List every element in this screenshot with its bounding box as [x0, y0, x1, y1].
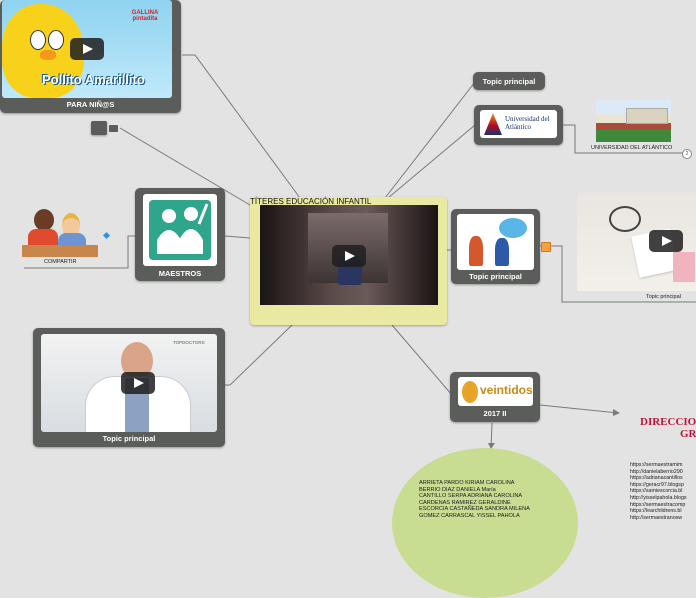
mascot-icon	[462, 381, 478, 403]
url-item[interactable]: https://geracr97.blogsp	[630, 481, 684, 488]
connector-video-right	[540, 245, 696, 303]
veintidos-logo: veintidos	[458, 377, 533, 406]
maestros-node[interactable]: MAESTROS	[135, 188, 225, 281]
chick-beak	[40, 50, 56, 60]
connector-veintidos	[391, 324, 453, 396]
chick-eye-right	[48, 30, 64, 50]
direccion-title-line2: GR	[680, 428, 696, 440]
logo-text: veintidos	[480, 383, 533, 397]
url-item[interactable]: https://samiescorcia.bl	[630, 488, 683, 495]
veintidos-node[interactable]: veintidos 2017 II	[450, 372, 540, 422]
name-item: CANTILLO SERPA ADRIANA CAROLINA	[419, 493, 523, 499]
video-doctor-node[interactable]: TOPDOCTORS Topic principal	[33, 328, 225, 447]
play-icon[interactable]	[121, 372, 155, 394]
child-right	[495, 238, 509, 266]
universidad-node[interactable]: Universidad del Atlántico	[474, 105, 563, 145]
central-video-thumbnail[interactable]	[260, 205, 438, 305]
count-badge[interactable]: 2	[682, 149, 692, 159]
person-right-head	[62, 213, 80, 238]
person-left-body	[28, 229, 58, 249]
topic-top-label: Topic principal	[482, 77, 536, 86]
names-bubble[interactable]	[392, 448, 578, 598]
veintidos-label: 2017 II	[483, 409, 507, 418]
brand-logo: GALLINA pintadita	[131, 10, 159, 22]
play-icon[interactable]	[332, 245, 366, 267]
connector-video-doctor	[225, 324, 293, 386]
connector-direccion	[539, 404, 619, 414]
speech-bubble	[499, 218, 527, 238]
url-item[interactable]: https://adrianacantillos	[630, 475, 683, 482]
scissors-shape	[609, 206, 641, 232]
play-icon[interactable]	[70, 38, 104, 60]
arrowhead-direccion	[613, 409, 620, 416]
logo-text: Universidad del Atlántico	[505, 115, 550, 131]
connector-lines	[24, 54, 696, 449]
play-icon[interactable]	[649, 230, 683, 252]
topic-video-right-label: Topic principal	[646, 294, 681, 300]
universidad-photo[interactable]	[596, 100, 671, 142]
chick-eye-left	[30, 30, 46, 50]
video-doctor-label: Topic principal	[102, 434, 156, 443]
name-item: ESCORCIA CASTAÑEDA SANDRA MILENA	[419, 506, 530, 512]
url-item[interactable]: https://sermaestracomp	[630, 501, 686, 508]
doctor-video-thumbnail[interactable]: TOPDOCTORS	[41, 334, 217, 432]
univ-sub-label: UNIVERSIDAD DEL ATLÁNTICO	[591, 145, 673, 151]
video-title-text: Pollito Amarillito	[42, 72, 145, 87]
compartir-image[interactable]	[22, 205, 98, 257]
name-item: GOMEZ CARRASCAL YISSEL PAHOLA	[419, 512, 520, 519]
connector-topic-top	[384, 81, 476, 199]
maestros-icon	[143, 194, 217, 266]
table-surface	[22, 245, 98, 257]
central-title: TÍTERES EDUCACIÓN INFANTIL	[250, 197, 372, 206]
topic-top-node[interactable]: Topic principal	[473, 72, 545, 90]
connector-compartir	[24, 235, 135, 269]
arrowhead-names	[488, 443, 495, 449]
person-left-head	[34, 209, 54, 231]
kids-illustration	[457, 214, 534, 270]
url-item[interactable]: https://sermaestramim	[630, 462, 683, 468]
building-shape	[626, 108, 668, 124]
watermark-text: TOPDOCTORS	[173, 340, 205, 345]
url-item[interactable]: https://learchildrens.bl	[630, 508, 682, 515]
maestros-label: MAESTROS	[158, 269, 202, 278]
right-video-thumbnail[interactable]	[577, 192, 696, 291]
connector-pollito	[182, 54, 301, 199]
universidad-logo: Universidad del Atlántico	[480, 110, 557, 138]
connector-maestros	[224, 235, 251, 239]
direccion-title-line1: DIRECCIO	[640, 416, 696, 428]
attachment-icon[interactable]	[541, 242, 551, 252]
url-item[interactable]: http://yisselpahola.blogs	[630, 494, 687, 501]
url-item[interactable]: http://danielaberrio290	[630, 468, 683, 475]
collapsed-node[interactable]	[91, 121, 107, 135]
url-item[interactable]: http://sermaestranosw	[630, 514, 683, 521]
connector-universidad	[387, 124, 476, 199]
central-node[interactable]: TÍTERES EDUCACIÓN INFANTIL	[250, 197, 447, 325]
connector-small-node	[119, 127, 251, 206]
link-icon[interactable]	[109, 125, 118, 132]
pollito-label: PARA NIÑ@S	[66, 100, 115, 109]
name-item: BERRIO DIAZ DANIELA María	[419, 486, 496, 493]
pollito-node[interactable]: GALLINA pintadita Pollito Amarillito PAR…	[0, 0, 181, 113]
logo-emblem	[484, 113, 502, 135]
pink-card	[673, 252, 695, 282]
pollito-video-thumbnail[interactable]: GALLINA pintadita Pollito Amarillito	[2, 0, 172, 98]
child-left	[469, 236, 483, 266]
topic-kids-label: Topic principal	[469, 272, 522, 281]
topic-kids-node[interactable]: Topic principal	[451, 209, 540, 284]
compartir-label: COMPARTIR	[44, 259, 77, 265]
connector-univ-sub	[563, 124, 686, 154]
name-item: ARRIETA PARDO KIRIAM CAROLINA	[419, 480, 515, 486]
urls-list[interactable]: https://sermaestramim http://danielaberr…	[630, 462, 687, 521]
name-item: CARDENAS RAMIREZ GERALDINE	[419, 499, 511, 506]
names-list: ARRIETA PARDO KIRIAM CAROLINA BERRIO DIA…	[419, 480, 530, 519]
